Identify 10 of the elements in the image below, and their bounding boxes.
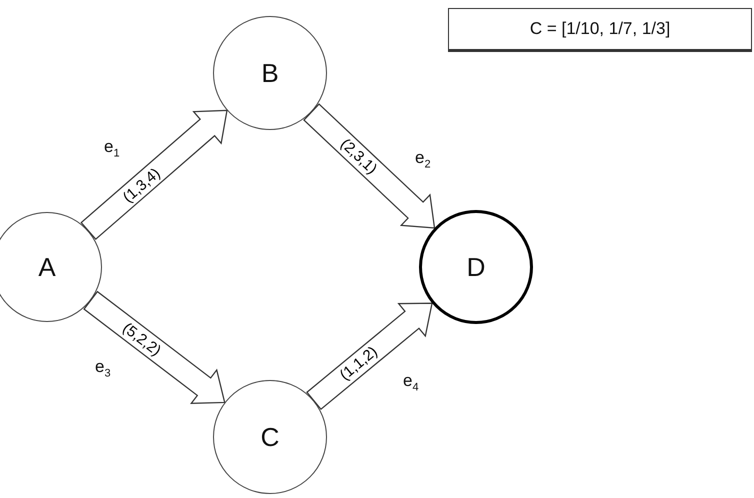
node-label: B	[261, 58, 279, 88]
node-label: D	[466, 252, 486, 282]
edge-name: e$_{2}$	[415, 148, 431, 170]
formula-box	[448, 8, 752, 52]
node-label: C = [1/10, 1/7, 1/3]	[530, 19, 670, 39]
edge-name: e$_{4}$	[403, 371, 419, 394]
node-label: A	[38, 252, 56, 282]
edge-name: e$_{1}$	[104, 137, 120, 160]
edge-name: e$_{3}$	[95, 357, 111, 380]
node-label: C	[260, 422, 280, 452]
